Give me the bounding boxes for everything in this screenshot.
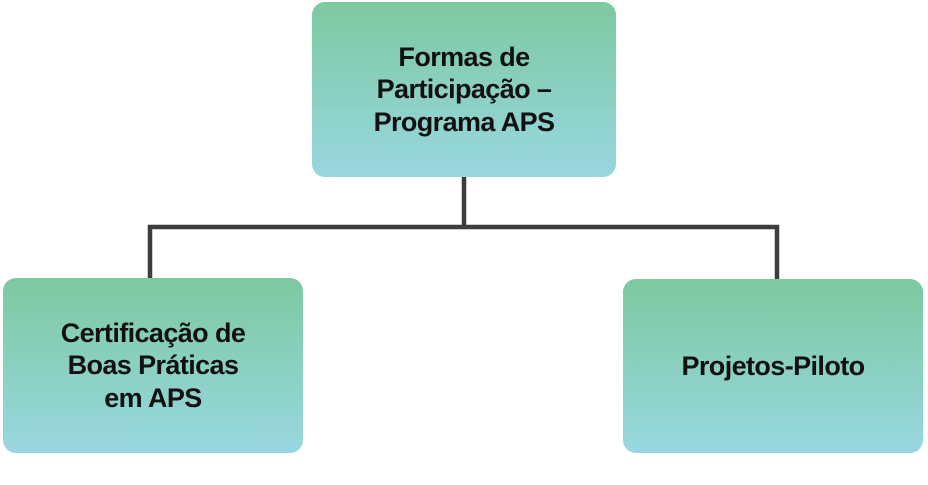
connector-path: [147, 175, 780, 282]
node-label: Projetos-Piloto: [681, 350, 865, 381]
node-certificacao-boas-praticas: Certificação de Boas Práticas em APS: [3, 278, 303, 453]
node-projetos-piloto: Projetos-Piloto: [623, 279, 923, 453]
node-formas-de-participacao: Formas de Participação – Programa APS: [312, 2, 616, 177]
node-label: Certificação de Boas Práticas em APS: [60, 317, 246, 413]
node-label: Formas de Participação – Programa APS: [373, 41, 555, 137]
